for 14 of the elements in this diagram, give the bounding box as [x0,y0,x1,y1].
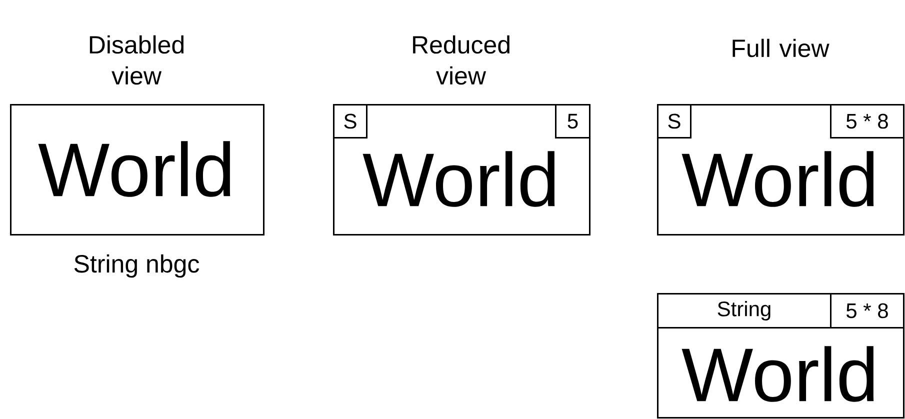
display-text: World [362,151,555,207]
view-heading: Disabled view [90,35,184,85]
label-box: S [333,104,368,138]
display-text: World [682,151,874,207]
view-heading: Reduced view [413,35,510,85]
node-label: String nbgc [74,254,200,278]
display-text: World [682,346,874,402]
display-text: World [38,141,230,197]
view-heading: Full view [732,38,830,58]
label-box: S [657,104,692,138]
label-box: 5 * 8 [830,104,904,138]
label-box: 5 [555,104,590,138]
label-box: 5 * 8 [830,293,904,328]
label-box: String [657,293,832,328]
